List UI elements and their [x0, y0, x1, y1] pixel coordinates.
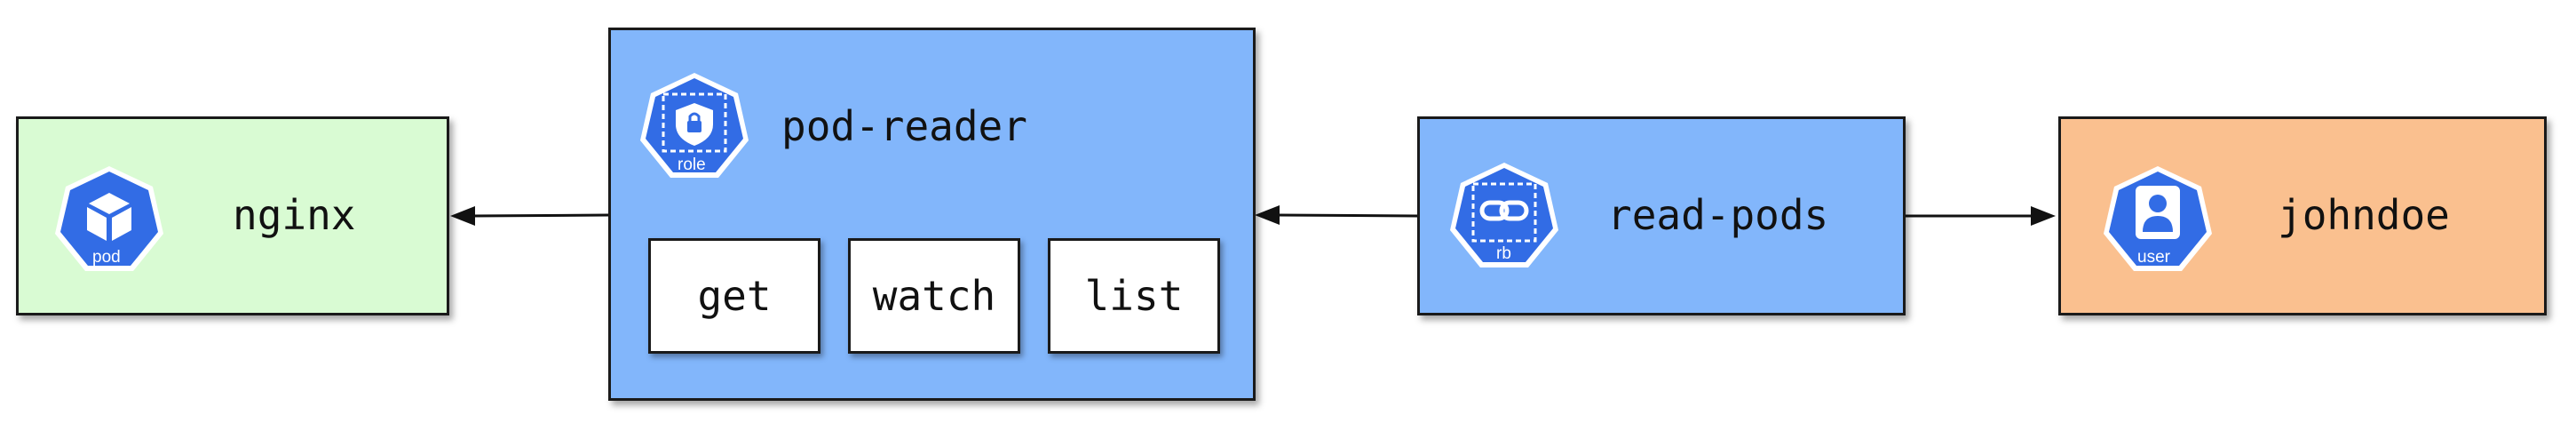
verb-watch[interactable]: watch	[848, 238, 1020, 354]
user-label: johndoe	[2278, 191, 2450, 239]
rolebinding-label: read-pods	[1607, 191, 1829, 239]
edge-rolebinding-to-user	[1905, 206, 2056, 226]
edge-rolebinding-to-role	[1255, 205, 1418, 225]
user-icon-caption: user	[2137, 248, 2170, 267]
rolebinding-icon-caption: rb	[1496, 244, 1511, 263]
pod-icon-caption: pod	[92, 248, 121, 267]
kubernetes-rolebinding-icon	[1447, 159, 1562, 271]
verb-list[interactable]: list	[1048, 238, 1220, 354]
role-icon-caption: role	[678, 156, 706, 174]
edge-role-to-pod	[450, 206, 609, 226]
kubernetes-role-icon	[637, 69, 752, 181]
pod-label: nginx	[233, 191, 356, 239]
kubernetes-user-icon	[2100, 163, 2215, 275]
kubernetes-pod-icon	[52, 163, 167, 275]
verb-get[interactable]: get	[648, 238, 820, 354]
role-label: pod-reader	[781, 102, 1027, 150]
